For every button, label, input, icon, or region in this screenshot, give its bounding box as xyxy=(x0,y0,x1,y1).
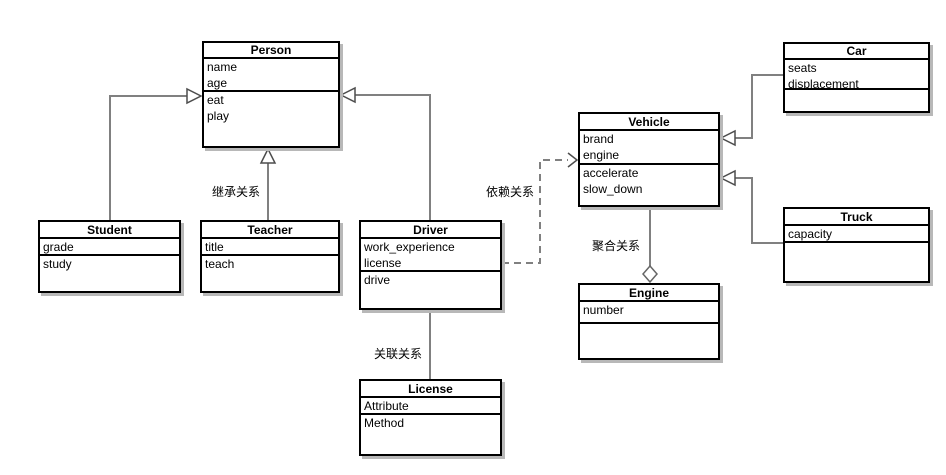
class-license-title: License xyxy=(361,381,500,398)
class-truck: Truck capacity xyxy=(783,207,930,283)
class-person: Person name age eat play xyxy=(202,41,340,148)
class-person-attributes: name age xyxy=(204,59,338,92)
class-car-attributes: seats displacement xyxy=(785,60,928,90)
class-driver-title: Driver xyxy=(361,222,500,239)
class-student: Student grade study xyxy=(38,220,181,293)
class-student-methods: study xyxy=(40,256,179,272)
attribute: license xyxy=(364,256,402,270)
attribute: grade xyxy=(43,240,74,254)
attribute: engine xyxy=(583,148,620,162)
attribute: age xyxy=(207,76,228,90)
dependency-edge-driver-vehicle xyxy=(502,152,579,264)
attribute: displacement xyxy=(788,77,859,90)
class-student-attributes: grade xyxy=(40,239,179,256)
class-driver: Driver work_experience license drive xyxy=(359,220,502,310)
inheritance-edge-car-vehicle xyxy=(719,74,783,147)
method: slow_down xyxy=(583,182,643,196)
label-dependency-relationship: 依赖关系 xyxy=(486,185,535,199)
method: play xyxy=(207,109,230,123)
attribute: work_experience xyxy=(364,240,455,254)
class-vehicle-attributes: brand engine xyxy=(580,131,718,165)
inheritance-edge-driver-person xyxy=(339,86,431,220)
attribute: number xyxy=(583,303,624,317)
inheritance-edge-truck-vehicle xyxy=(719,169,783,244)
class-engine-attributes: number xyxy=(580,302,718,324)
class-car: Car seats displacement xyxy=(783,42,930,113)
hollow-triangle-arrow-icon xyxy=(186,87,203,105)
inheritance-edge-student-person xyxy=(109,87,203,220)
method: teach xyxy=(205,257,235,271)
class-car-title: Car xyxy=(785,44,928,60)
class-license: License Attribute Method xyxy=(359,379,502,456)
aggregation-edge-vehicle-engine xyxy=(642,207,658,284)
class-teacher-title: Teacher xyxy=(202,222,338,239)
class-license-methods: Method xyxy=(361,415,500,431)
label-association-relationship: 关联关系 xyxy=(374,347,423,361)
class-truck-title: Truck xyxy=(785,209,928,226)
class-engine: Engine number xyxy=(578,283,720,360)
method: study xyxy=(43,257,72,271)
attribute: Attribute xyxy=(364,399,409,413)
method: drive xyxy=(364,273,391,287)
attribute: brand xyxy=(583,132,614,146)
hollow-triangle-arrow-icon xyxy=(259,147,277,164)
hollow-triangle-arrow-icon xyxy=(719,169,736,187)
label-inheritance-relationship: 继承关系 xyxy=(212,185,261,199)
hollow-triangle-arrow-icon xyxy=(719,129,736,147)
class-teacher-methods: teach xyxy=(202,256,338,272)
class-vehicle-title: Vehicle xyxy=(580,114,718,131)
attribute: capacity xyxy=(788,227,833,241)
class-truck-attributes: capacity xyxy=(785,226,928,243)
class-engine-title: Engine xyxy=(580,285,718,302)
class-person-methods: eat play xyxy=(204,92,338,124)
class-vehicle: Vehicle brand engine accelerate slow_dow… xyxy=(578,112,720,207)
class-teacher: Teacher title teach xyxy=(200,220,340,293)
hollow-diamond-icon xyxy=(642,264,658,284)
class-person-title: Person xyxy=(204,43,338,59)
label-aggregation-relationship: 聚合关系 xyxy=(592,239,641,253)
class-driver-attributes: work_experience license xyxy=(361,239,500,272)
attribute: title xyxy=(205,240,224,254)
method: Method xyxy=(364,416,405,430)
method: accelerate xyxy=(583,166,639,180)
class-license-attributes: Attribute xyxy=(361,398,500,415)
method: eat xyxy=(207,93,224,107)
attribute: seats xyxy=(788,61,817,75)
hollow-triangle-arrow-icon xyxy=(339,86,356,104)
class-student-title: Student xyxy=(40,222,179,239)
class-vehicle-methods: accelerate slow_down xyxy=(580,165,718,197)
class-driver-methods: drive xyxy=(361,272,500,288)
open-arrow-icon xyxy=(567,152,579,168)
class-teacher-attributes: title xyxy=(202,239,338,256)
attribute: name xyxy=(207,60,238,74)
inheritance-edge-teacher-person xyxy=(259,147,277,220)
